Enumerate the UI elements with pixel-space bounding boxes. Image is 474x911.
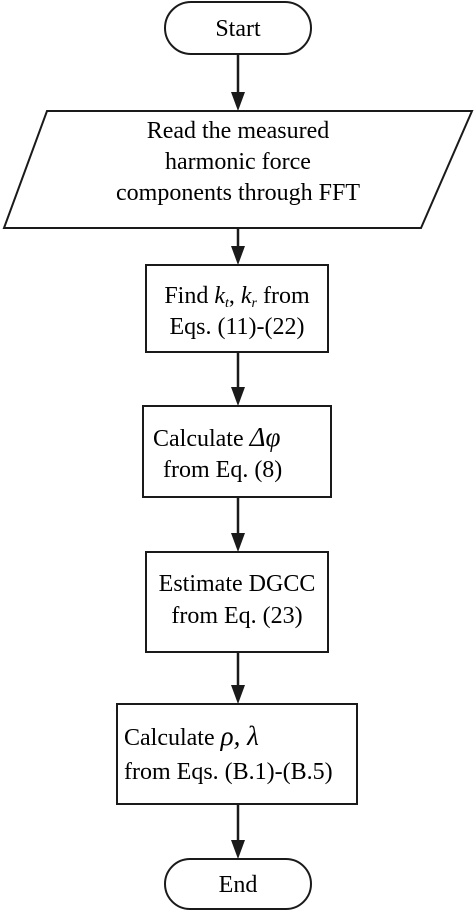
- arrowhead-icon: [231, 840, 245, 859]
- read-fft-line-3: components through FFT: [116, 180, 360, 206]
- calc-phi-process-node: Calculate Δφ from Eq. (8): [142, 405, 332, 498]
- estimate-dgcc-line-1: Estimate DGCC: [159, 571, 316, 597]
- arrowhead-icon: [231, 92, 245, 111]
- find-k-suffix: from: [257, 283, 310, 309]
- connector-dgcc-to-calc-rho: [231, 652, 245, 704]
- estimate-dgcc-process-node: Estimate DGCC from Eq. (23): [145, 551, 329, 653]
- read-fft-line-2: harmonic force: [165, 149, 311, 175]
- calc-phi-line-2: from Eq. (8): [163, 457, 282, 483]
- t-subscript: t: [225, 296, 230, 311]
- r-subscript: r: [252, 296, 258, 311]
- calc-phi-box: [142, 405, 332, 498]
- k-t-symbol: k: [214, 283, 225, 309]
- delta-phi-symbol: Δφ: [249, 422, 281, 452]
- calc-rho-lambda-prefix: Calculate: [124, 725, 221, 751]
- end-label: End: [219, 872, 258, 898]
- find-k-box: [145, 264, 329, 353]
- end-terminator-shape: [164, 858, 312, 910]
- find-k-prefix: Find: [164, 283, 214, 309]
- start-label: Start: [215, 16, 261, 42]
- start-terminator: Start: [164, 1, 312, 55]
- calc-phi-prefix: Calculate: [153, 426, 250, 452]
- connector-read-to-find-k: [231, 228, 245, 265]
- estimate-dgcc-line-2: from Eq. (23): [171, 603, 302, 629]
- find-k-process-node: Find kt, kr from Eqs. (11)-(22): [145, 264, 329, 353]
- arrowhead-icon: [231, 533, 245, 552]
- connector-calc-rho-to-end: [231, 804, 245, 859]
- read-fft-input-node: Read the measured harmonic force compone…: [2, 110, 474, 229]
- calc-rho-lambda-box: [116, 703, 358, 805]
- calc-rho-lambda-line-2: from Eqs. (B.1)-(B.5): [124, 759, 333, 785]
- arrowhead-icon: [231, 246, 245, 265]
- estimate-dgcc-box: [145, 551, 329, 653]
- find-k-comma: ,: [229, 283, 241, 309]
- calc-phi-line-1: Calculate Δφ: [153, 422, 280, 452]
- find-k-line-2: Eqs. (11)-(22): [169, 314, 304, 340]
- k-r-symbol: k: [241, 283, 252, 309]
- connector-find-k-to-calc-phi: [231, 352, 245, 406]
- connector-start-to-read: [231, 54, 245, 111]
- connector-calc-phi-to-dgcc: [231, 497, 245, 552]
- calc-rho-lambda-line-1: Calculate ρ, λ: [124, 721, 259, 751]
- calc-rho-lambda-process-node: Calculate ρ, λ from Eqs. (B.1)-(B.5): [116, 703, 358, 805]
- rho-lambda-symbols: ρ, λ: [220, 721, 259, 751]
- end-terminator: End: [164, 858, 312, 910]
- read-fft-line-1: Read the measured: [147, 118, 330, 144]
- arrowhead-icon: [231, 387, 245, 406]
- arrowhead-icon: [231, 685, 245, 704]
- read-fft-parallelogram: [2, 110, 474, 229]
- find-k-line-1: Find kt, kr from: [164, 283, 310, 311]
